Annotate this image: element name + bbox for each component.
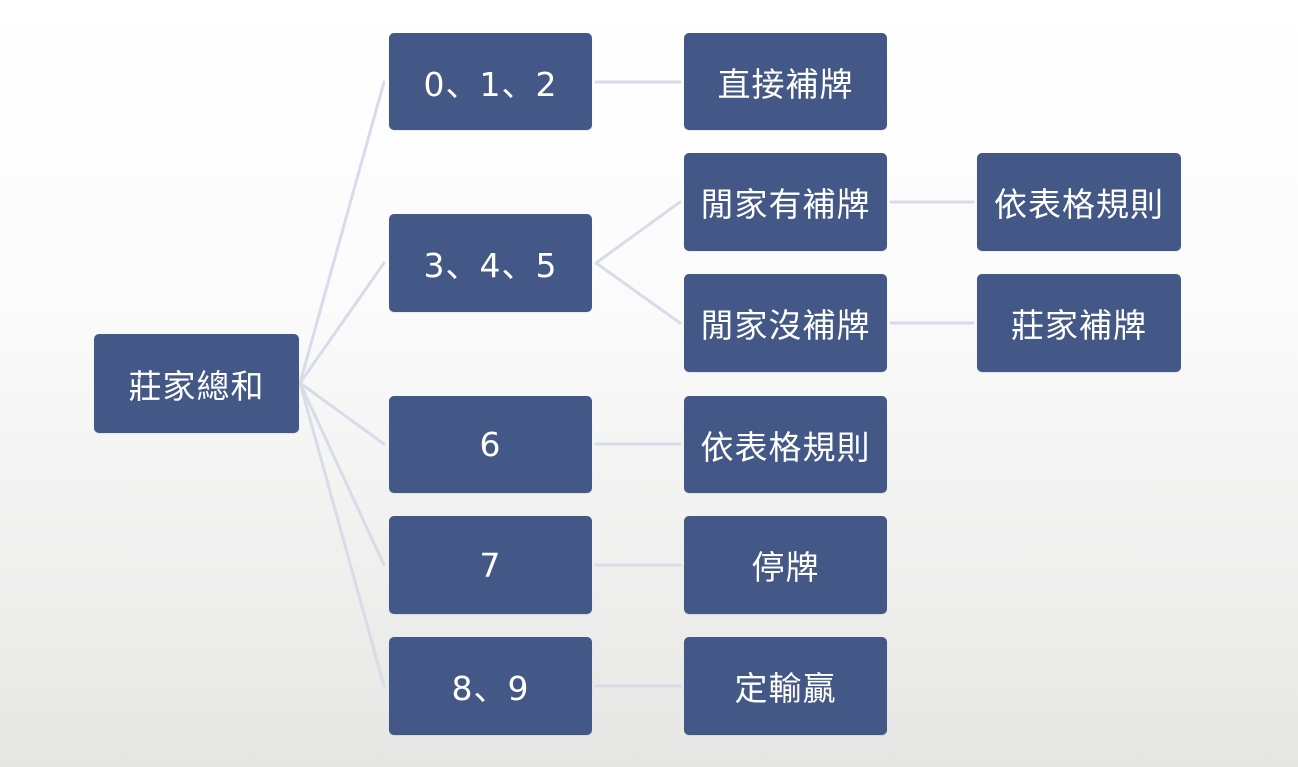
child-node-3-1: 依表格規則: [684, 396, 887, 493]
leaf-node-2-1-1: 依表格規則: [977, 153, 1181, 251]
child-node-1-1: 直接補牌: [684, 33, 887, 130]
connector-root-to-branch-5: [298, 381, 386, 688]
root-node: 莊家總和: [94, 334, 299, 433]
connector-root-to-branch-3: [298, 381, 386, 446]
connector-root-to-branch-4: [298, 381, 386, 567]
connector-root-to-branch-2: [298, 261, 386, 385]
connector-root-to-branch-1: [298, 80, 386, 385]
child-node-2-2: 閒家沒補牌: [684, 274, 887, 372]
branch-node-2: 3、4、5: [389, 214, 592, 312]
connector-branch-2-to-child-2: [594, 261, 682, 325]
branch-node-3: 6: [389, 396, 592, 493]
branch-node-4: 7: [389, 516, 592, 614]
leaf-node-2-2-1: 莊家補牌: [977, 274, 1181, 372]
child-node-2-1: 閒家有補牌: [684, 153, 887, 251]
branch-node-1: 0、1、2: [389, 33, 592, 130]
child-node-4-1: 停牌: [684, 516, 887, 614]
branch-node-5: 8、9: [389, 637, 592, 735]
connector-branch-2-to-child-1: [594, 200, 682, 265]
child-node-5-1: 定輸贏: [684, 637, 887, 735]
